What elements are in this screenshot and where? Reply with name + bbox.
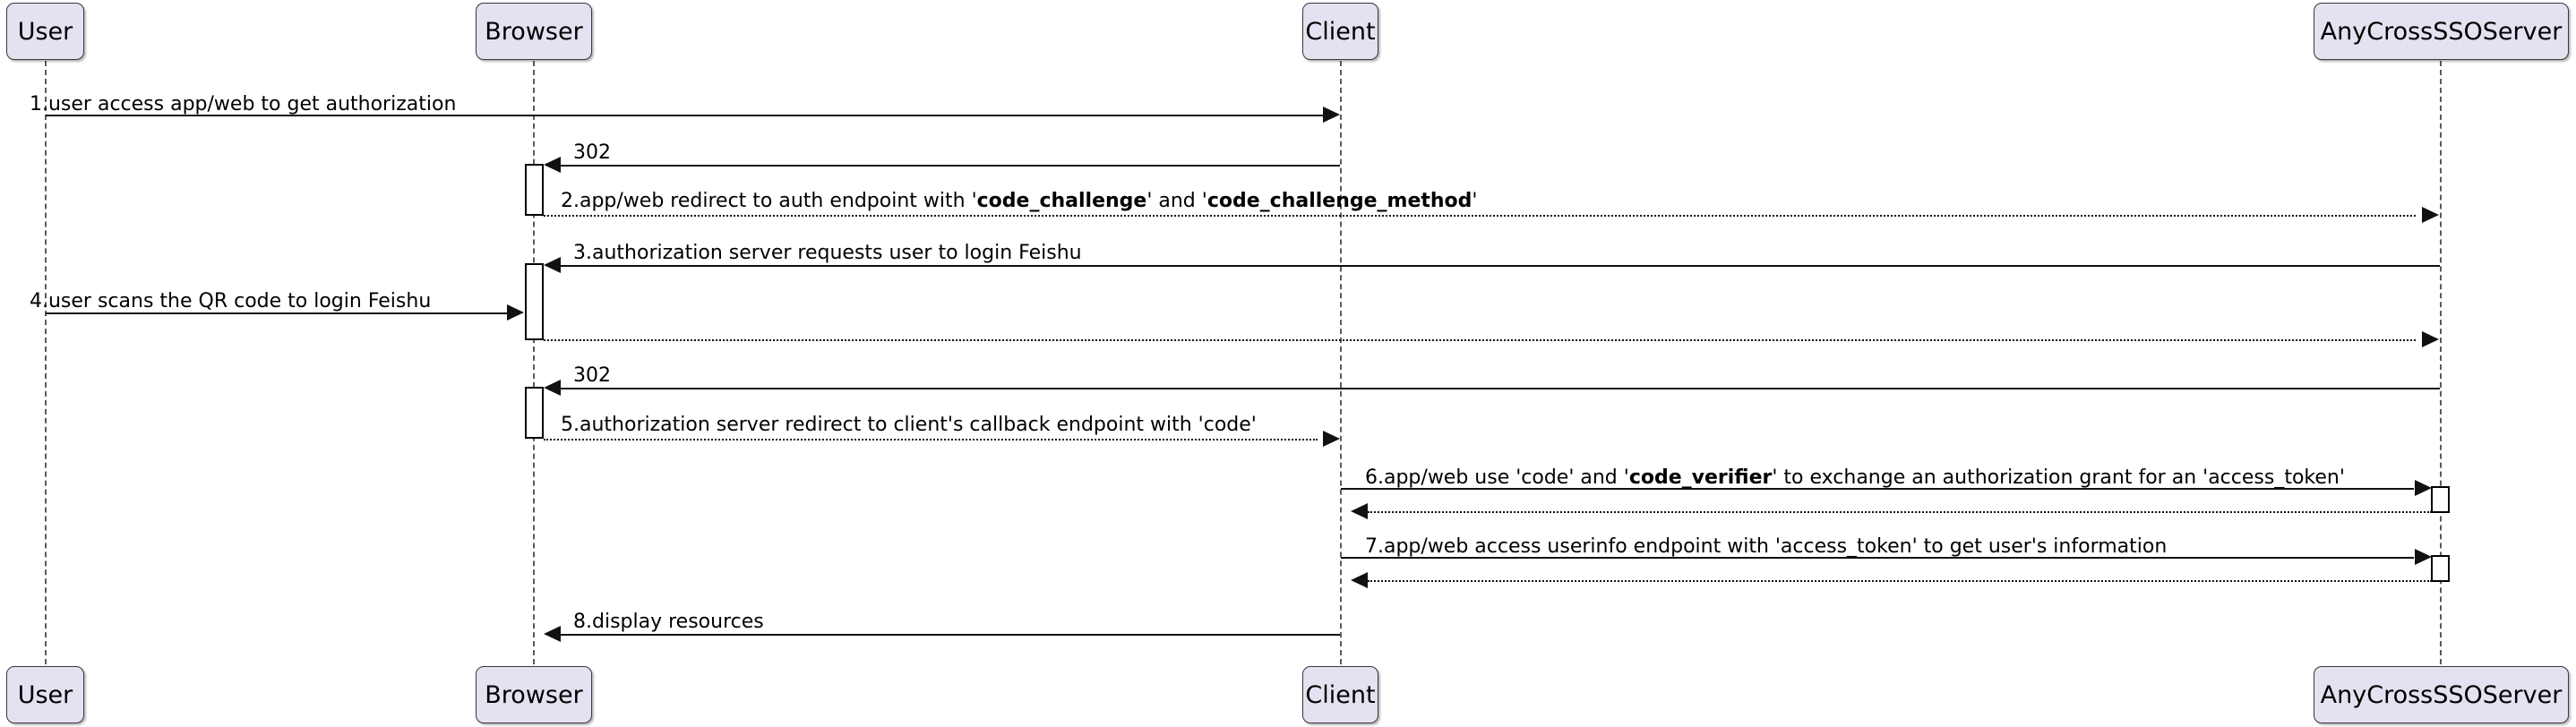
participant-browser-bottom[interactable]: Browser: [476, 666, 592, 723]
message-7-return-line: [1368, 580, 2432, 582]
lifeline-browser: [533, 61, 535, 664]
message-2-line: [544, 215, 2416, 217]
message-7-arrowhead: [2415, 549, 2432, 565]
activation-server-2: [2431, 555, 2450, 582]
message-6-arrowhead: [2415, 480, 2432, 496]
message-5-arrowhead: [1323, 431, 1340, 447]
message-2-arrowhead: [2422, 207, 2439, 223]
message-3-label: 3.authorization server requests user to …: [573, 242, 1082, 264]
lifeline-server: [2440, 61, 2442, 664]
activation-browser-1: [525, 164, 544, 216]
participant-user-bottom[interactable]: User: [6, 666, 84, 723]
message-5-line: [544, 439, 1318, 440]
message-6-line: [1341, 488, 2414, 490]
message-302a-line: [561, 165, 1340, 167]
message-302b-line: [561, 388, 2440, 389]
activation-server-1: [2431, 486, 2450, 513]
participant-user-top[interactable]: User: [6, 3, 84, 60]
message-302b-arrowhead: [544, 380, 561, 396]
message-browser-server-ack-line: [544, 339, 2416, 341]
participant-label: AnyCrossSSOServer: [2320, 680, 2563, 709]
participant-label: Client: [1305, 680, 1376, 709]
message-2-label: 2.app/web redirect to auth endpoint with…: [561, 190, 1478, 212]
participant-label: User: [17, 17, 73, 46]
message-browser-server-ack-arrowhead: [2422, 331, 2439, 347]
message-302b-label: 302: [573, 364, 611, 387]
activation-browser-2: [525, 263, 544, 340]
lifeline-user: [45, 61, 47, 664]
message-6-return-line: [1368, 511, 2432, 513]
participant-label: Client: [1305, 17, 1376, 46]
message-302a-arrowhead: [544, 157, 561, 173]
message-1-arrowhead: [1323, 107, 1340, 123]
message-4-line: [46, 312, 508, 314]
message-7-line: [1341, 557, 2414, 559]
message-1-line: [46, 115, 1324, 116]
message-6-label: 6.app/web use 'code' and 'code_verifier'…: [1365, 466, 2345, 489]
message-4-label: 4.user scans the QR code to login Feishu: [30, 290, 432, 312]
participant-label: Browser: [485, 17, 583, 46]
message-6-return-arrowhead: [1351, 503, 1368, 519]
message-5-label: 5.authorization server redirect to clien…: [561, 414, 1257, 436]
participant-server-bottom[interactable]: AnyCrossSSOServer: [2314, 666, 2569, 723]
message-8-line: [561, 634, 1340, 636]
participant-label: AnyCrossSSOServer: [2320, 17, 2563, 46]
participant-browser-top[interactable]: Browser: [476, 3, 592, 60]
message-3-arrowhead: [544, 257, 561, 273]
message-4-arrowhead: [507, 304, 524, 321]
participant-label: Browser: [485, 680, 583, 709]
message-8-arrowhead: [544, 626, 561, 642]
participant-client-top[interactable]: Client: [1302, 3, 1378, 60]
message-7-label: 7.app/web access userinfo endpoint with …: [1365, 535, 2168, 558]
message-302a-label: 302: [573, 141, 611, 164]
message-1-label: 1.user access app/web to get authorizati…: [30, 93, 457, 115]
participant-client-bottom[interactable]: Client: [1302, 666, 1378, 723]
participant-label: User: [17, 680, 73, 709]
message-3-line: [561, 265, 2440, 267]
lifeline-client: [1340, 61, 1342, 664]
activation-browser-3: [525, 387, 544, 439]
participant-server-top[interactable]: AnyCrossSSOServer: [2314, 3, 2569, 60]
message-8-label: 8.display resources: [573, 611, 764, 633]
message-7-return-arrowhead: [1351, 572, 1368, 588]
